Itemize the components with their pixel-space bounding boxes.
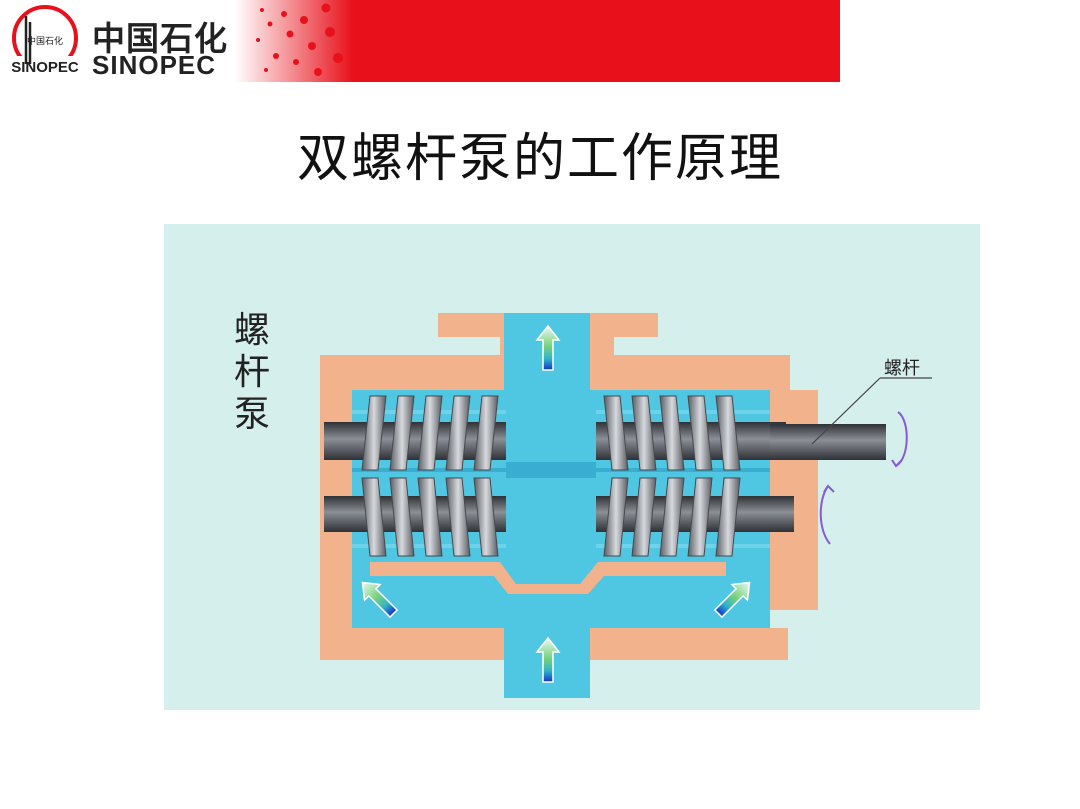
screw-callout-label: 螺杆 [884,358,920,379]
rotation-arrow-icon [819,411,908,545]
brand-name-en: SINOPEC [92,50,217,80]
callout-leader [811,377,932,445]
header-band [0,0,840,82]
page-title: 双螺杆泵的工作原理 [296,129,783,189]
side-label-char: 螺 [233,310,270,351]
diagram-side-label: 螺 杆 泵 [232,310,272,436]
svg-text:SINOPEC: SINOPEC [11,59,79,76]
side-label-char: 泵 [233,394,270,435]
screw-threads [361,395,741,557]
sinopec-logo: 中国石化 SINOPEC [11,5,79,76]
brand-name-cn: 中国石化 [92,19,228,58]
side-label-char: 杆 [233,352,270,393]
svg-text:中国石化: 中国石化 [27,35,63,47]
